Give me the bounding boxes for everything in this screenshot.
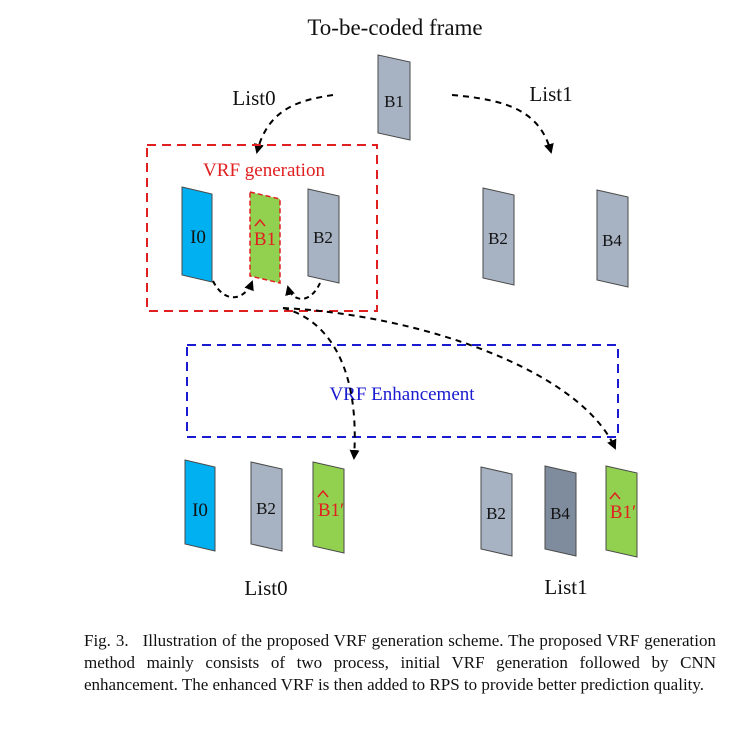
hat-accent-icon: [317, 489, 329, 498]
gen-b2-frame: [307, 188, 340, 284]
arrow-b1-to-list1: [451, 94, 554, 154]
figure-caption: Fig. 3.Illustration of the proposed VRF …: [84, 630, 716, 696]
bottom-list1-b2-frame: [480, 466, 513, 557]
vrf-generation-box: [146, 144, 378, 312]
gen-b1-label: B1: [254, 229, 276, 250]
arrow-b1-to-list0: [254, 94, 334, 154]
bottom-list0-i0-frame: [184, 459, 216, 552]
right-b2-label: B2: [488, 229, 508, 248]
list1-bottom-label: List1: [544, 575, 587, 599]
vrf-generation-label: VRF generation: [203, 160, 325, 181]
bottom-list1-b4-label: B4: [550, 504, 570, 523]
caption-prefix: Fig. 3.: [84, 631, 129, 650]
arrow-b2-to-b1: [285, 282, 321, 300]
arrow-i0-to-b1: [212, 280, 254, 299]
gen-i0-label: I0: [190, 227, 206, 248]
bottom-list1-b1-frame: [605, 465, 638, 558]
arrow-b1-to-bottom-list1: [282, 307, 617, 450]
diagram-title: To-be-coded frame: [307, 15, 482, 40]
vrf-enhancement-label: VRF Enhancement: [329, 384, 475, 405]
right-b4-label: B4: [602, 231, 622, 250]
bottom-list0-b1-frame: [312, 461, 345, 554]
top-b1-label: B1: [384, 92, 404, 111]
right-b4-frame: [596, 189, 629, 288]
bottom-list1-b4-frame: [544, 465, 577, 557]
top-b1-frame: [377, 54, 411, 141]
vrf-diagram: To-be-coded frame B1 List0 List1 VRF gen…: [146, 15, 638, 600]
gen-b1-frame: [249, 191, 281, 284]
bottom-list0-b2-label: B2: [256, 499, 276, 518]
bottom-list0-b2-frame: [250, 461, 283, 552]
bottom-list1-b1-label: B1′: [610, 502, 636, 523]
right-b2-frame: [482, 187, 515, 286]
gen-b2-label: B2: [313, 228, 333, 247]
hat-accent-icon: [609, 491, 621, 500]
vrf-enhancement-box: [186, 344, 619, 438]
caption-text: Illustration of the proposed VRF generat…: [84, 631, 716, 694]
arrow-b1-to-bottom-list0: [282, 307, 360, 460]
list0-bottom-label: List0: [244, 576, 287, 600]
list0-top-label: List0: [232, 86, 275, 110]
hat-accent-icon: [254, 218, 266, 227]
bottom-list0-i0-label: I0: [192, 500, 208, 521]
list1-top-label: List1: [529, 82, 572, 106]
bottom-list1-b2-label: B2: [486, 504, 506, 523]
bottom-list0-b1-label: B1′: [318, 500, 344, 521]
gen-i0-frame: [181, 186, 213, 283]
